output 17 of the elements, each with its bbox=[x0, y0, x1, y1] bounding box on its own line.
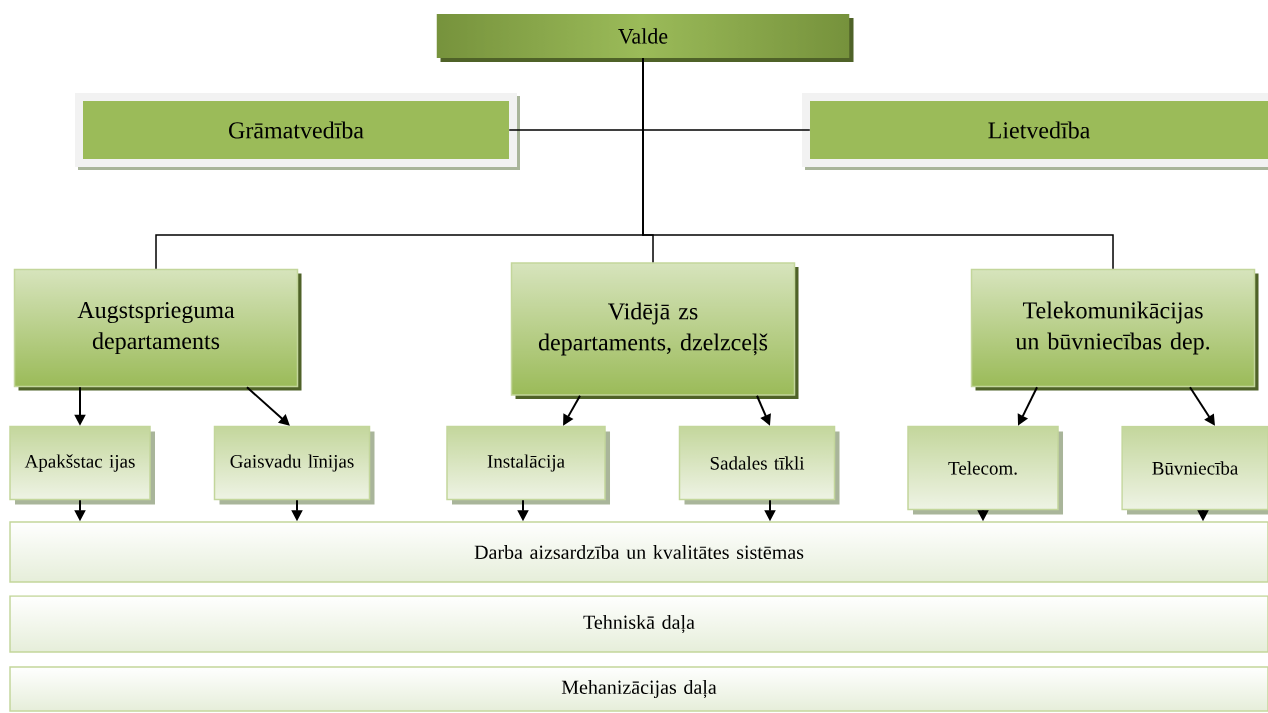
connector bbox=[642, 57, 1114, 270]
unit-box: Apakšstac ijas bbox=[9, 425, 155, 505]
department-box: Vidējā zs departaments, dzelzceļš bbox=[510, 262, 799, 399]
department-box: Telekomunikācijas un būvniecības dep. bbox=[970, 268, 1259, 391]
unit-box: Telecom. bbox=[907, 425, 1063, 515]
connector bbox=[246, 386, 290, 426]
unit-box: Būvniecība bbox=[1121, 425, 1268, 515]
section-band: Darba aizsardzība un kvalitātes sistēmas bbox=[9, 521, 1268, 583]
department-box: Lietvedība bbox=[802, 93, 1268, 170]
valde-box: Valde bbox=[436, 14, 854, 62]
section-band: Mehanizācijas daļa bbox=[9, 666, 1268, 712]
department-box: Augstsprieguma departaments bbox=[13, 268, 302, 391]
unit-box: Sadales tīkli bbox=[678, 425, 840, 505]
unit-box: Gaisvadu līnijas bbox=[213, 425, 375, 505]
unit-box: Instalācija bbox=[446, 425, 610, 505]
department-box: Grāmatvedība bbox=[75, 93, 520, 170]
section-band: Tehniskā daļa bbox=[9, 595, 1268, 653]
